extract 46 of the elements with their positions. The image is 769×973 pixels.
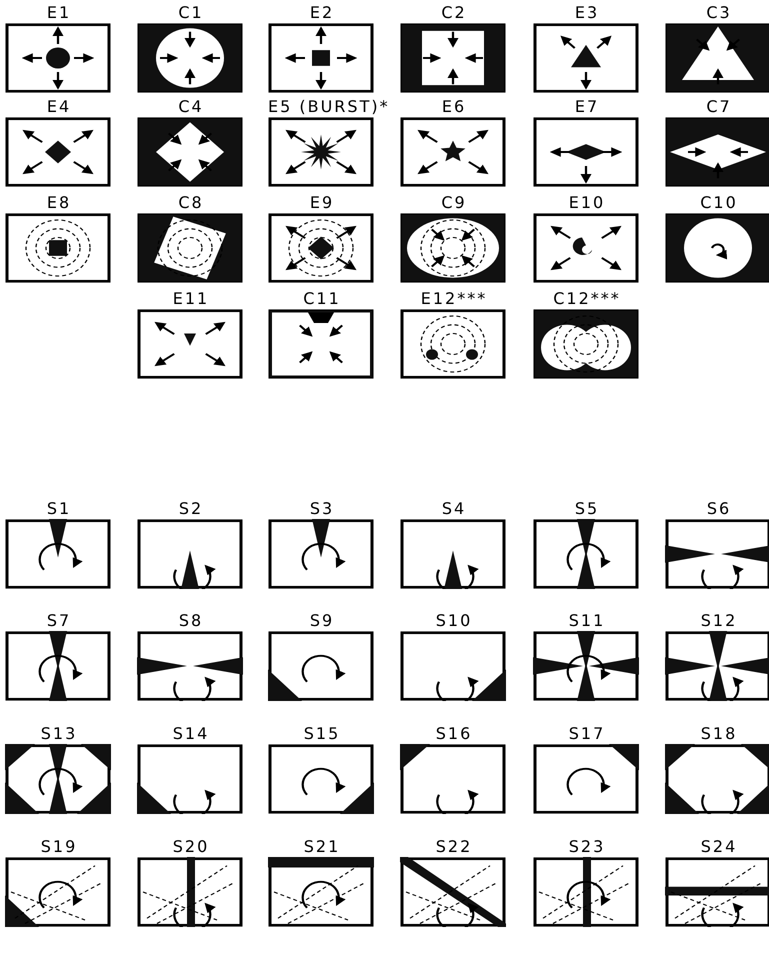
figure-label: E3 [574,4,600,22]
figure-label: S3 [310,500,334,518]
figure-label: S23 [568,838,606,856]
figure-label: S4 [442,500,466,518]
figure-label: S5 [574,500,600,518]
figure-label: S13 [40,725,78,743]
figure-label: S22 [436,838,472,856]
figure-label: C8 [178,194,204,212]
figure-label: E5 (BURST)* [268,98,390,116]
figure-label: C4 [178,98,204,116]
figure-label: S21 [304,838,340,856]
figure-label: S14 [172,725,210,743]
figure-label: S18 [700,725,738,743]
figure-label: S7 [46,612,72,630]
figure-label: C11 [303,290,341,308]
figure-label: S9 [310,612,334,630]
figure-label: S12 [700,612,738,630]
figure-label: S11 [568,612,606,630]
figure-label: E2 [310,4,334,22]
figure-label: C7 [706,98,732,116]
figure-label: S1 [46,500,72,518]
figure-label: E9 [310,194,334,212]
figure-label: S17 [568,725,606,743]
figure-label: S2 [178,500,204,518]
figure-label: C12*** [553,290,621,308]
figure-label: E10 [568,194,606,212]
figure-label: S6 [706,500,732,518]
figure-label: S8 [178,612,204,630]
figure-label: E12*** [420,290,488,308]
figure-label: C10 [700,194,738,212]
figure-label: E8 [46,194,72,212]
figure-label: E11 [172,290,210,308]
figure-label: S19 [40,838,78,856]
figure-label: E4 [46,98,72,116]
figure-label: E1 [46,4,72,22]
figure-label: S24 [700,838,738,856]
figure-label: C9 [441,194,467,212]
figure-label: S10 [436,612,472,630]
figure-label: S15 [304,725,340,743]
figure-label: C1 [178,4,204,22]
figure-label: S20 [172,838,210,856]
figure-label: C3 [706,4,732,22]
figure-label: S16 [436,725,472,743]
figure-label: C2 [441,4,467,22]
figure-label: E7 [574,98,600,116]
figure-label: E6 [442,98,466,116]
